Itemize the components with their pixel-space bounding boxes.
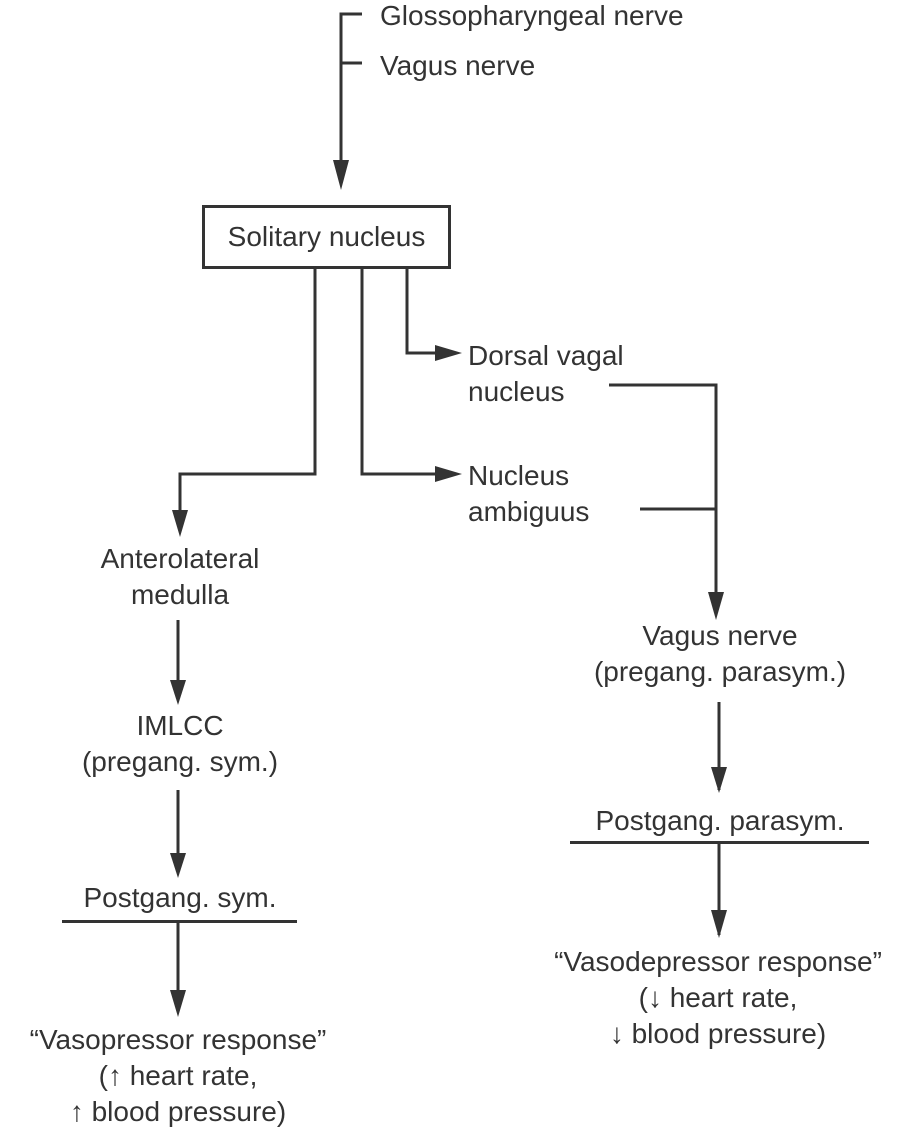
nucleus-ambiguus-node: Nucleus ambiguus bbox=[468, 458, 589, 530]
postgang-parasym-underline bbox=[570, 841, 869, 844]
vagus-pregang-line1: Vagus nerve bbox=[642, 620, 798, 651]
dorsal-vagal-nucleus-node: Dorsal vagal nucleus bbox=[468, 338, 624, 410]
anterolateral-line2: medulla bbox=[130, 579, 230, 610]
arrow-to-anterolateral bbox=[178, 269, 317, 515]
input-bracket bbox=[339, 12, 362, 170]
dorsal-vagal-line1: Dorsal vagal bbox=[468, 340, 624, 371]
anterolateral-line1: Anterolateral bbox=[100, 543, 260, 574]
arrowhead-icon bbox=[170, 853, 186, 878]
input-glossopharyngeal-nerve: Glossopharyngeal nerve bbox=[380, 0, 684, 31]
arrowhead-icon bbox=[170, 680, 186, 705]
nucleus-ambiguus-line1: Nucleus bbox=[468, 460, 570, 491]
postgang-sym-underline bbox=[62, 920, 297, 923]
arrowhead-icon bbox=[711, 767, 727, 793]
solitary-nucleus-label: Solitary nucleus bbox=[227, 221, 426, 252]
vasopressor-response-node: “Vasopressor response” (↑ heart rate, ↑ … bbox=[0, 1022, 356, 1130]
imlcc-node: IMLCC (pregang. sym.) bbox=[30, 708, 330, 780]
vasodepressor-response-node: “Vasodepressor response” (↓ heart rate, … bbox=[520, 944, 916, 1052]
imlcc-line2: (pregang. sym.) bbox=[81, 746, 279, 777]
vasopressor-line1: “Vasopressor response” bbox=[29, 1024, 327, 1055]
postgang-parasym-node: Postgang. parasym. bbox=[595, 805, 845, 836]
arrowhead-icon bbox=[708, 592, 724, 620]
vasopressor-line2: (↑ heart rate, bbox=[98, 1060, 258, 1091]
merge-bracket bbox=[609, 383, 718, 598]
dorsal-vagal-line2: nucleus bbox=[468, 376, 565, 407]
vagus-pregang-node: Vagus nerve (pregang. parasym.) bbox=[560, 618, 880, 690]
arrow-to-dorsal-vagal bbox=[405, 269, 437, 355]
postgang-sym-node: Postgang. sym. bbox=[83, 882, 277, 913]
nucleus-ambiguus-line2: ambiguus bbox=[468, 496, 590, 527]
anterolateral-medulla-node: Anterolateral medulla bbox=[30, 541, 330, 613]
vasopressor-line3: ↑ blood pressure) bbox=[69, 1096, 287, 1127]
arrowhead-icon bbox=[435, 466, 462, 482]
arrowhead-icon bbox=[435, 345, 462, 361]
vagus-pregang-line2: (pregang. parasym.) bbox=[593, 656, 847, 687]
imlcc-line1: IMLCC bbox=[136, 710, 224, 741]
solitary-nucleus-node: Solitary nucleus bbox=[202, 205, 451, 269]
vasodepressor-line2: (↓ heart rate, bbox=[638, 982, 798, 1013]
arrow-to-nucleus-ambiguus bbox=[360, 269, 437, 476]
arrowhead-icon bbox=[170, 990, 186, 1017]
vasodepressor-line3: ↓ blood pressure) bbox=[609, 1018, 827, 1049]
arrowhead-icon bbox=[172, 510, 188, 537]
vasodepressor-line1: “Vasodepressor response” bbox=[554, 946, 882, 977]
arrowhead-icon bbox=[333, 160, 349, 190]
input-vagus-nerve: Vagus nerve bbox=[380, 50, 536, 81]
arrowhead-icon bbox=[711, 910, 727, 938]
